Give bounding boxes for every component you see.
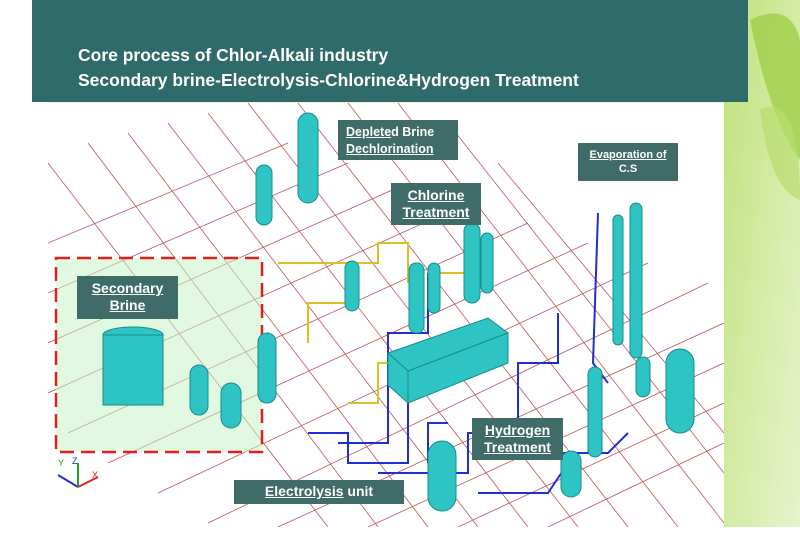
chlorine-text-2: Treatment bbox=[402, 204, 470, 220]
dechlor-text-b: d Brine bbox=[391, 125, 435, 139]
title-line-1: Core process of Chlor-Alkali industry bbox=[78, 45, 389, 65]
label-hydrogen-treatment: Hydrogen Treatment bbox=[472, 418, 563, 460]
vessels bbox=[102, 112, 695, 512]
label-electrolysis-unit: Electrolysis unit bbox=[234, 480, 404, 504]
pipes-blue bbox=[308, 212, 629, 494]
title-bar bbox=[32, 0, 748, 102]
axis-x-label: X bbox=[92, 470, 99, 480]
axis-y-label: Y bbox=[58, 458, 65, 468]
label-depleted-brine-dechlorination: Depleted Brine Dechlorination bbox=[338, 120, 458, 160]
secondary-text-1: Secondary bbox=[91, 280, 164, 296]
electrolysis-cell bbox=[387, 317, 510, 405]
electrolysis-text-b: unit bbox=[343, 483, 374, 499]
chlorine-text-1: Chlorine bbox=[407, 187, 465, 203]
hydrogen-text-1: Hydrogen bbox=[484, 422, 551, 438]
evap-text-1: Evaporation of bbox=[589, 149, 667, 161]
title-line-2: Secondary brine-Electrolysis-Chlorine&Hy… bbox=[78, 70, 579, 90]
secondary-text-2: Brine bbox=[109, 297, 146, 313]
evap-text-2: C.S bbox=[618, 163, 638, 175]
dechlor-text-a: Deplete bbox=[346, 125, 392, 139]
axis-triad bbox=[57, 463, 99, 488]
axis-z-label: Z bbox=[72, 456, 78, 466]
label-chlorine-treatment: Chlorine Treatment bbox=[391, 183, 481, 225]
label-evaporation-cs: Evaporation of C.S bbox=[578, 143, 678, 181]
electrolysis-text-a: Electrolysis bbox=[264, 483, 344, 499]
label-secondary-brine: Secondary Brine bbox=[77, 276, 178, 319]
hydrogen-text-2: Treatment bbox=[484, 439, 551, 455]
dechlor-text-2: Dechlorination bbox=[346, 142, 434, 156]
